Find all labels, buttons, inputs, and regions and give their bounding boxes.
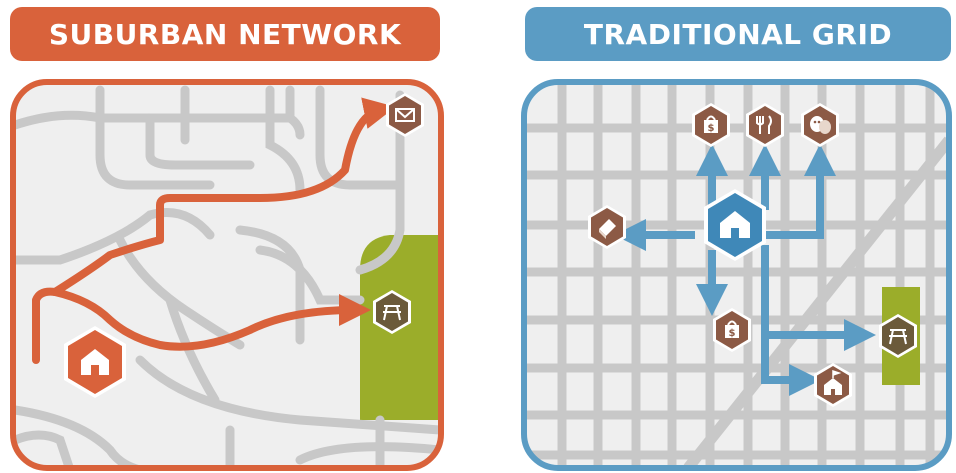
picnic-table-icon bbox=[373, 290, 411, 334]
suburban-network-map bbox=[10, 79, 444, 471]
svg-text:$: $ bbox=[729, 328, 736, 339]
origin-house-icon bbox=[64, 326, 126, 398]
route-to-church bbox=[761, 335, 821, 396]
grid-routes bbox=[614, 144, 876, 396]
traditional-grid-map: $ $ bbox=[521, 79, 952, 471]
mail-icon bbox=[386, 93, 424, 137]
church-icon bbox=[814, 363, 852, 407]
suburban-panel-border bbox=[10, 79, 444, 471]
shopping-bag-icon: $ bbox=[713, 308, 751, 352]
grid-panel-border bbox=[521, 79, 952, 471]
suburban-routes bbox=[32, 97, 396, 364]
route-to-theater bbox=[765, 144, 836, 239]
origin-house-icon bbox=[704, 189, 766, 261]
traditional-grid-title: TRADITIONAL GRID bbox=[583, 17, 893, 51]
route-to-mail bbox=[51, 97, 396, 296]
school-icon bbox=[588, 205, 626, 249]
traditional-grid-banner: TRADITIONAL GRID bbox=[525, 7, 951, 61]
restaurant-icon bbox=[746, 103, 784, 147]
suburban-network-banner: SUBURBAN NETWORK bbox=[10, 7, 440, 61]
shopping-bag-icon: $ bbox=[692, 103, 730, 147]
picnic-table-icon bbox=[879, 314, 917, 358]
svg-text:$: $ bbox=[708, 123, 715, 134]
theater-icon bbox=[801, 103, 839, 147]
suburban-network-title: SUBURBAN NETWORK bbox=[48, 17, 402, 51]
